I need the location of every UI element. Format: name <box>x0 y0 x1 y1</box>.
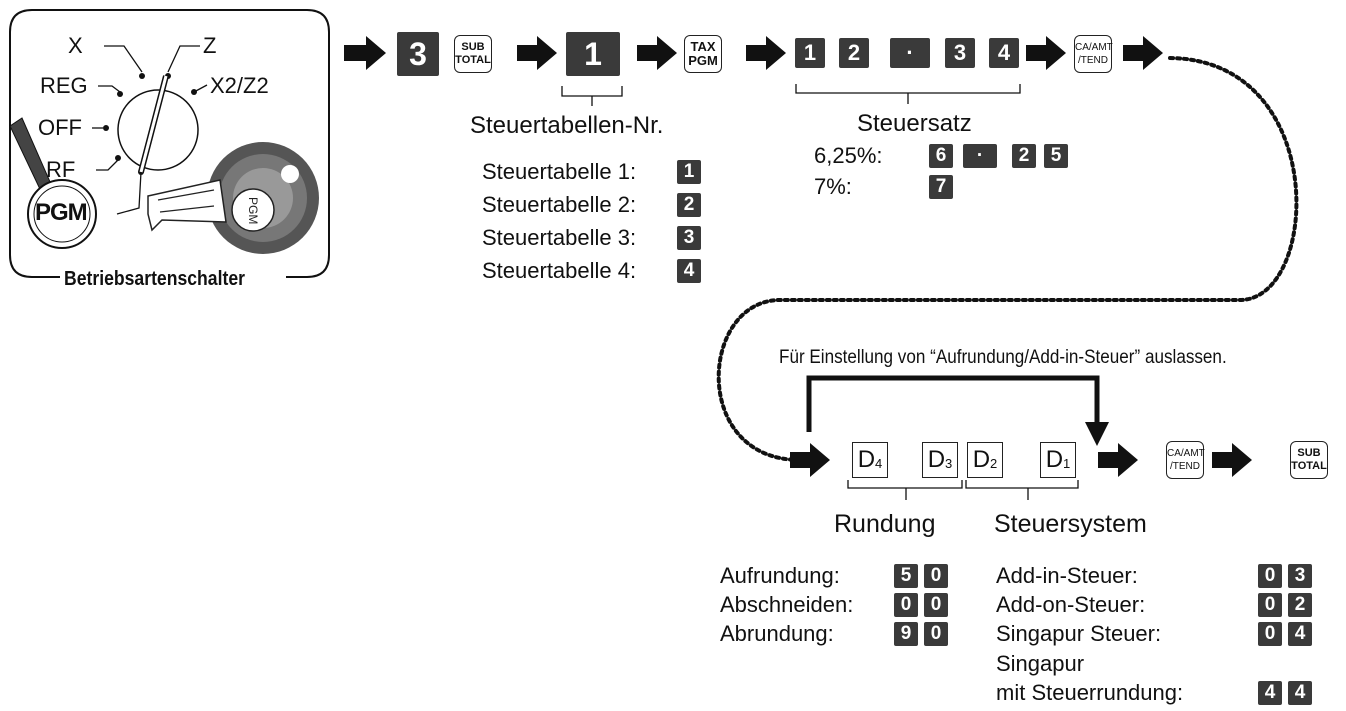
row1-arrows <box>344 36 1163 70</box>
mode-z-label: Z <box>203 33 217 58</box>
caamt-key-row2: CA/AMT/TEND <box>1166 441 1205 479</box>
digit-d3: D3 <box>922 442 958 478</box>
steuersystem-heading: Steuersystem <box>994 510 1147 538</box>
rundung-row-3-key-1: 9 <box>894 622 918 646</box>
rundung-row-2-key-2: 0 <box>924 593 948 617</box>
tax-rate-heading: Steuersatz <box>857 110 972 137</box>
steuersystem-row-5-key-1: 4 <box>1258 681 1282 705</box>
tax-table-row-2-key: 2 <box>677 193 701 217</box>
rate-key-1: 1 <box>795 38 825 68</box>
rate-key-dot: · <box>890 38 930 68</box>
steuersystem-row-4-label: Singapur <box>996 651 1085 676</box>
steuersystem-row-5-label: mit Steuerrundung: <box>996 680 1184 705</box>
steuersystem-row-3-key-2: 4 <box>1288 622 1312 646</box>
dotted-connector <box>716 56 1299 462</box>
tax-rate-row-1-key-2: · <box>963 144 997 168</box>
rundung-heading: Rundung <box>834 510 936 538</box>
rundung-row-3-label: Abrundung: <box>720 621 834 646</box>
tax-table-row-1-label: Steuertabelle 1: <box>482 159 637 184</box>
rundung-row-1-key-2: 0 <box>924 564 948 588</box>
rate-key-2: 2 <box>839 38 869 68</box>
steuersystem-row-5-key-2: 4 <box>1288 681 1312 705</box>
steuersystem-row-3-key-1: 0 <box>1258 622 1282 646</box>
tax-rate-row-2-key-1: 7 <box>929 175 953 199</box>
caamt-key: CA/AMT/TEND <box>1074 35 1113 73</box>
key-pgm-engraving: PGM <box>246 197 260 225</box>
tax-rate-row-1-key-3: 2 <box>1012 144 1036 168</box>
tax-rate-row-1-key-1: 6 <box>929 144 953 168</box>
row2-arrows <box>790 443 1252 477</box>
rundung-row-1-label: Aufrundung: <box>720 563 840 588</box>
tax-table-row-3-label: Steuertabelle 3: <box>482 225 637 250</box>
mode-switch-frame <box>9 9 330 278</box>
tax-rate-row-2-label: 7%: <box>814 174 852 199</box>
mode-pgm-label: PGM <box>35 199 88 226</box>
tax-table-row-1-key: 1 <box>677 160 701 184</box>
steuersystem-row-2-key-1: 0 <box>1258 593 1282 617</box>
rate-bracket <box>795 84 1021 104</box>
mode-rf-label: RF <box>46 157 76 182</box>
mode-dial <box>117 89 199 171</box>
dial-dots <box>103 73 197 175</box>
rate-key-3: 3 <box>945 38 975 68</box>
mode-reg-label: REG <box>40 73 88 98</box>
tax-table-row-3-key: 3 <box>677 226 701 250</box>
table-bracket <box>561 86 623 106</box>
digit-d2: D2 <box>967 442 1003 478</box>
mode-switch-caption: Betriebsartenschalter <box>64 268 245 290</box>
digit-d1: D1 <box>1040 442 1076 478</box>
mode-off-label: OFF <box>38 115 82 140</box>
key-3: 3 <box>397 32 439 76</box>
steuersystem-row-3-label: Singapur Steuer: <box>996 621 1162 646</box>
skip-loop <box>806 375 1100 432</box>
rundung-row-2-key-1: 0 <box>894 593 918 617</box>
tax-table-row-4-key: 4 <box>677 259 701 283</box>
tax-table-row-4-label: Steuertabelle 4: <box>482 258 637 283</box>
tax-table-heading: Steuertabellen-Nr. <box>470 112 664 139</box>
rate-key-4: 4 <box>989 38 1019 68</box>
tax-table-row-2-label: Steuertabelle 2: <box>482 192 637 217</box>
steuersystem-row-1-key-1: 0 <box>1258 564 1282 588</box>
mode-x2z2-label: X2/Z2 <box>210 73 269 98</box>
mode-x-label: X <box>68 33 83 58</box>
digit-brackets <box>847 480 1079 500</box>
steuersystem-row-1-label: Add-in-Steuer: <box>996 563 1138 588</box>
rundung-row-3-key-2: 0 <box>924 622 948 646</box>
pgm-key-illustration <box>147 142 319 254</box>
tax-rate-row-1-label: 6,25%: <box>814 143 883 168</box>
dial-leaders <box>92 45 208 171</box>
digit-d4: D4 <box>852 442 888 478</box>
key-1-table: 1 <box>566 32 620 76</box>
tax-rate-row-1-key-4: 5 <box>1044 144 1068 168</box>
steuersystem-row-2-label: Add-on-Steuer: <box>996 592 1146 617</box>
steuersystem-row-2-key-2: 2 <box>1288 593 1312 617</box>
rundung-row-2-label: Abschneiden: <box>720 592 854 617</box>
pgm-circle <box>27 179 97 249</box>
rundung-row-1-key-1: 5 <box>894 564 918 588</box>
skip-note: Für Einstellung von “Aufrundung/Add-in-S… <box>779 347 1227 368</box>
steuersystem-row-1-key-2: 3 <box>1288 564 1312 588</box>
